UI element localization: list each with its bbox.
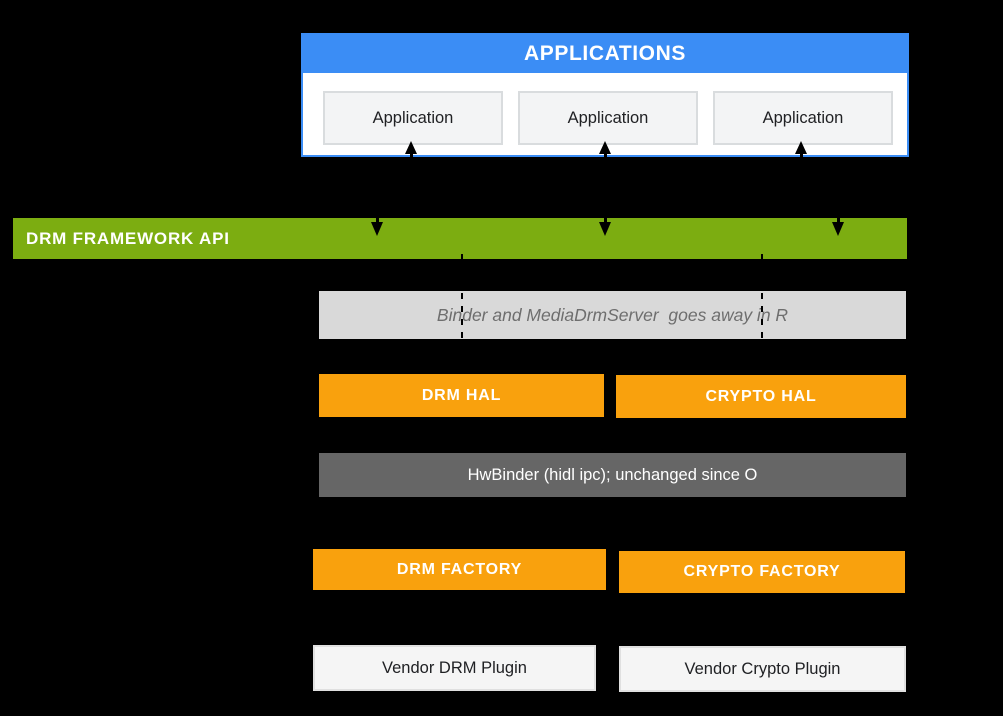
application-box: Application bbox=[518, 91, 698, 145]
down-arrow-icon bbox=[831, 218, 845, 236]
applications-panel: APPLICATIONS Application Application App… bbox=[301, 33, 909, 157]
drm-hal-box: DRM HAL bbox=[319, 374, 604, 417]
dashed-connector bbox=[461, 254, 463, 648]
hwbinder-bar: HwBinder (hidl ipc); unchanged since O bbox=[319, 453, 906, 497]
dashed-connector bbox=[761, 254, 763, 648]
applications-panel-title: APPLICATIONS bbox=[303, 35, 907, 73]
up-arrow-icon bbox=[598, 141, 612, 164]
vendor-crypto-plugin-box: Vendor Crypto Plugin bbox=[619, 646, 906, 692]
binder-note-box: Binder and MediaDrmServer goes away in R bbox=[319, 291, 906, 339]
application-box: Application bbox=[713, 91, 893, 145]
down-arrow-icon bbox=[370, 218, 384, 236]
crypto-hal-box: CRYPTO HAL bbox=[616, 375, 906, 418]
down-arrow-icon bbox=[598, 218, 612, 236]
drm-framework-api-bar: DRM FRAMEWORK API bbox=[13, 218, 907, 259]
up-arrow-icon bbox=[404, 141, 418, 164]
crypto-factory-box: CRYPTO FACTORY bbox=[619, 551, 905, 593]
application-box: Application bbox=[323, 91, 503, 145]
drm-factory-box: DRM FACTORY bbox=[313, 549, 606, 590]
vendor-drm-plugin-box: Vendor DRM Plugin bbox=[313, 645, 596, 691]
up-arrow-icon bbox=[794, 141, 808, 164]
